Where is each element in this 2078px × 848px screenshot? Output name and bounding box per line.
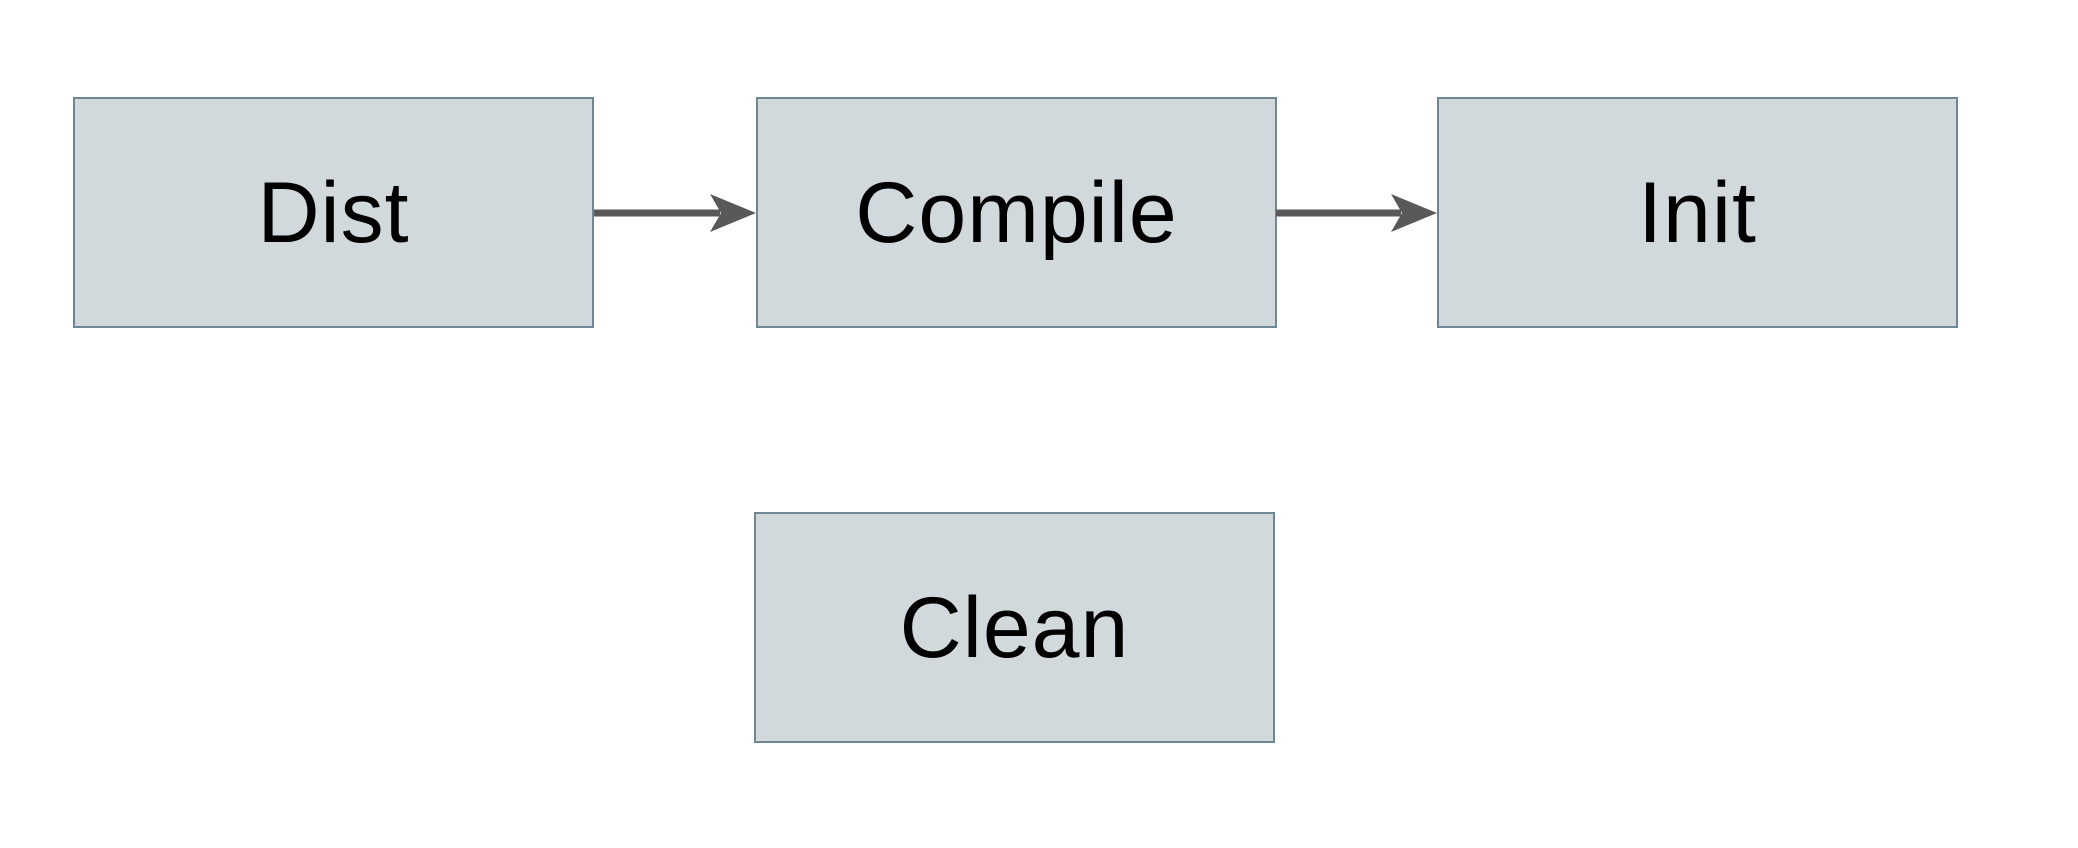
node-compile-label: Compile [855, 164, 1178, 261]
node-dist-label: Dist [257, 164, 410, 261]
node-dist: Dist [73, 97, 594, 328]
node-clean-label: Clean [899, 579, 1130, 676]
node-clean: Clean [754, 512, 1275, 743]
node-compile: Compile [756, 97, 1277, 328]
arrowhead-right-icon [710, 194, 756, 232]
connector-dist-to-compile [594, 194, 756, 232]
connector-compile-to-init [1276, 194, 1437, 232]
arrowhead-right-icon [1391, 194, 1437, 232]
node-init-label: Init [1638, 164, 1757, 261]
node-init: Init [1437, 97, 1958, 328]
